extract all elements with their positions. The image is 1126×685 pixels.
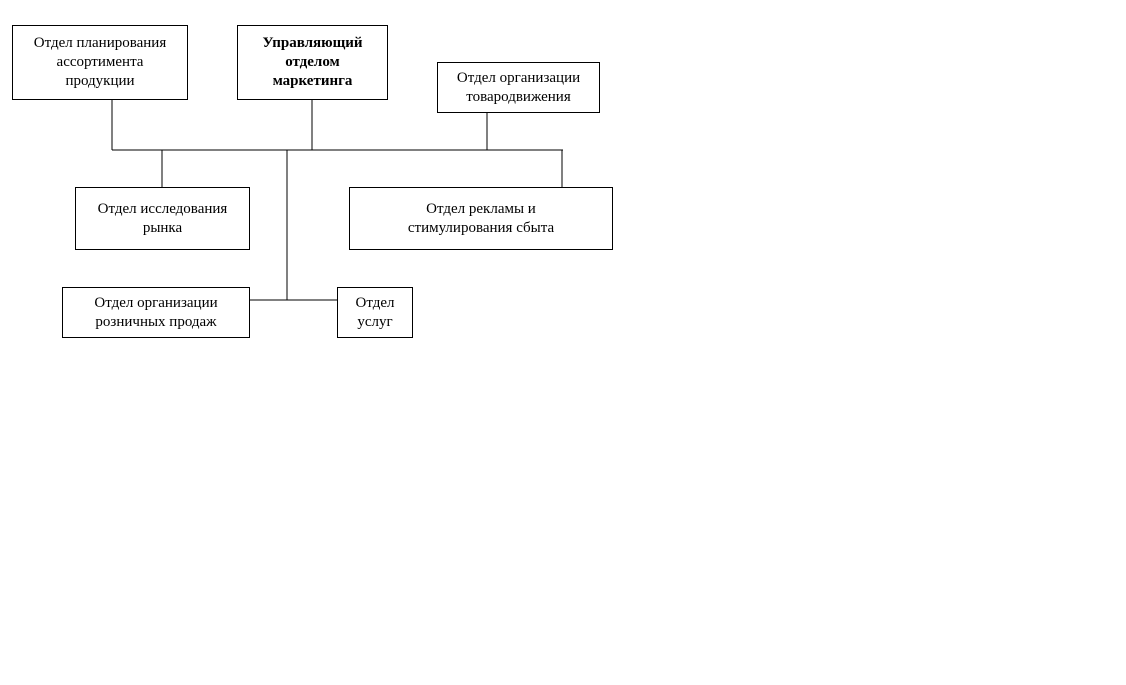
services-box: Отдел услуг [337, 287, 413, 338]
marketing-head-box: Управляющий отделом маркетинга [237, 25, 388, 100]
distribution-box: Отдел организации товародвижения [437, 62, 600, 113]
advertising-label: Отдел рекламы и стимулирования сбыта [407, 200, 555, 236]
assortment-planning-box: Отдел планирования ассортимента продукци… [12, 25, 188, 100]
distribution-label: Отдел организации товародвижения [456, 69, 581, 105]
advertising-box: Отдел рекламы и стимулирования сбыта [349, 187, 613, 250]
market-research-label: Отдел исследования рынка [97, 200, 228, 236]
market-research-box: Отдел исследования рынка [75, 187, 250, 250]
marketing-head-label: Управляющий отделом маркетинга [262, 35, 363, 89]
retail-sales-label: Отдел организации розничных продаж [94, 294, 218, 330]
services-label: Отдел услуг [355, 294, 395, 330]
retail-sales-box: Отдел организации розничных продаж [62, 287, 250, 338]
assortment-planning-label: Отдел планирования ассортимента продукци… [33, 35, 167, 89]
